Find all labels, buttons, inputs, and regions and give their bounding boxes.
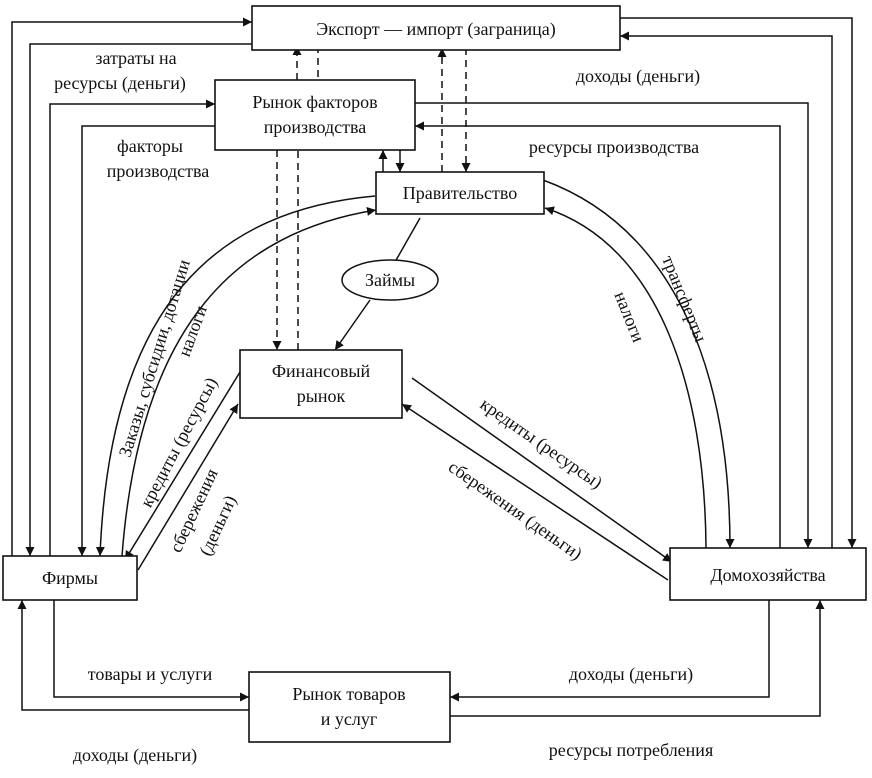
label-savings-households: сбережения (деньги) — [444, 456, 586, 564]
factor-market-node: Рынок факторов производства — [214, 79, 416, 151]
flow-goods-market-to-firms — [17, 600, 249, 711]
loans-node: Займы — [341, 259, 439, 301]
households-node: Домохозяйства — [669, 547, 867, 601]
households-label: Домохозяйства — [710, 565, 825, 585]
flow-households-to-factor-market — [415, 121, 781, 548]
export-import-label: Экспорт — импорт (заграница) — [316, 19, 556, 40]
flow-firms-to-finmarket — [137, 403, 239, 571]
financial-market-label-line1: Финансовый — [272, 361, 371, 381]
firms-label: Фирмы — [42, 568, 98, 588]
flow-firms-to-gov — [121, 206, 377, 557]
label-factors-line1: факторы — [117, 136, 183, 156]
flow-gov-to-loans — [394, 217, 421, 263]
label-resource-costs-line1: затраты на — [95, 48, 176, 68]
label-factors-line2: производства — [107, 161, 210, 181]
financial-market-label-line2: рынок — [297, 386, 346, 406]
loans-label: Займы — [365, 270, 415, 290]
financial-market-node: Финансовый рынок — [239, 349, 403, 419]
flow-factor-market-to-firms — [77, 125, 215, 556]
label-resource-costs-line2: ресурсы (деньги) — [54, 73, 186, 94]
flow-households-to-goods-market — [450, 600, 770, 702]
label-income-households: доходы (деньги) — [569, 664, 693, 685]
flow-export-to-firms — [25, 43, 252, 556]
firms-node: Фирмы — [2, 555, 138, 601]
flow-households-to-gov — [544, 206, 707, 549]
flow-finmarket-to-households — [411, 377, 673, 563]
flow-goods-market-to-households — [450, 600, 825, 717]
factor-market-label-line2: производства — [264, 117, 367, 137]
flow-households-to-export — [620, 31, 833, 548]
label-credits-households: кредиты (ресурсы) — [476, 394, 606, 494]
goods-market-label-line1: Рынок товаров — [292, 684, 405, 704]
flow-factor-market-to-households — [415, 102, 813, 548]
goods-market-label-line2: и услуг — [321, 709, 378, 729]
flow-firms-to-goods-market — [53, 600, 249, 702]
flow-firms-to-factor-market — [49, 99, 215, 556]
flow-gov-to-firms — [95, 195, 376, 557]
label-consumption-resources: ресурсы потребления — [549, 740, 713, 760]
government-label: Правительство — [403, 183, 517, 203]
flow-export-to-households — [620, 17, 857, 548]
label-income-top: доходы (деньги) — [576, 66, 700, 87]
flow-gov-to-households — [542, 179, 735, 549]
factor-market-label-line1: Рынок факторов — [252, 92, 377, 112]
label-income-bottom: доходы (деньги) — [73, 745, 197, 766]
flow-firms-to-export — [11, 17, 252, 556]
export-import-node: Экспорт — импорт (заграница) — [251, 5, 621, 51]
label-taxes-households: налоги — [610, 289, 648, 346]
flow-households-to-finmarket — [401, 403, 669, 581]
goods-market-node: Рынок товаров и услуг — [248, 671, 451, 743]
label-production-resources: ресурсы производства — [529, 137, 699, 157]
flow-finmarket-to-firms — [124, 371, 241, 561]
government-node: Правительство — [375, 171, 545, 215]
flow-loans-to-finmarket — [334, 299, 371, 351]
label-taxes-firms: налоги — [174, 302, 211, 359]
label-transfers: трансферты — [658, 253, 711, 345]
label-goods-services: товары и услуги — [88, 664, 213, 684]
